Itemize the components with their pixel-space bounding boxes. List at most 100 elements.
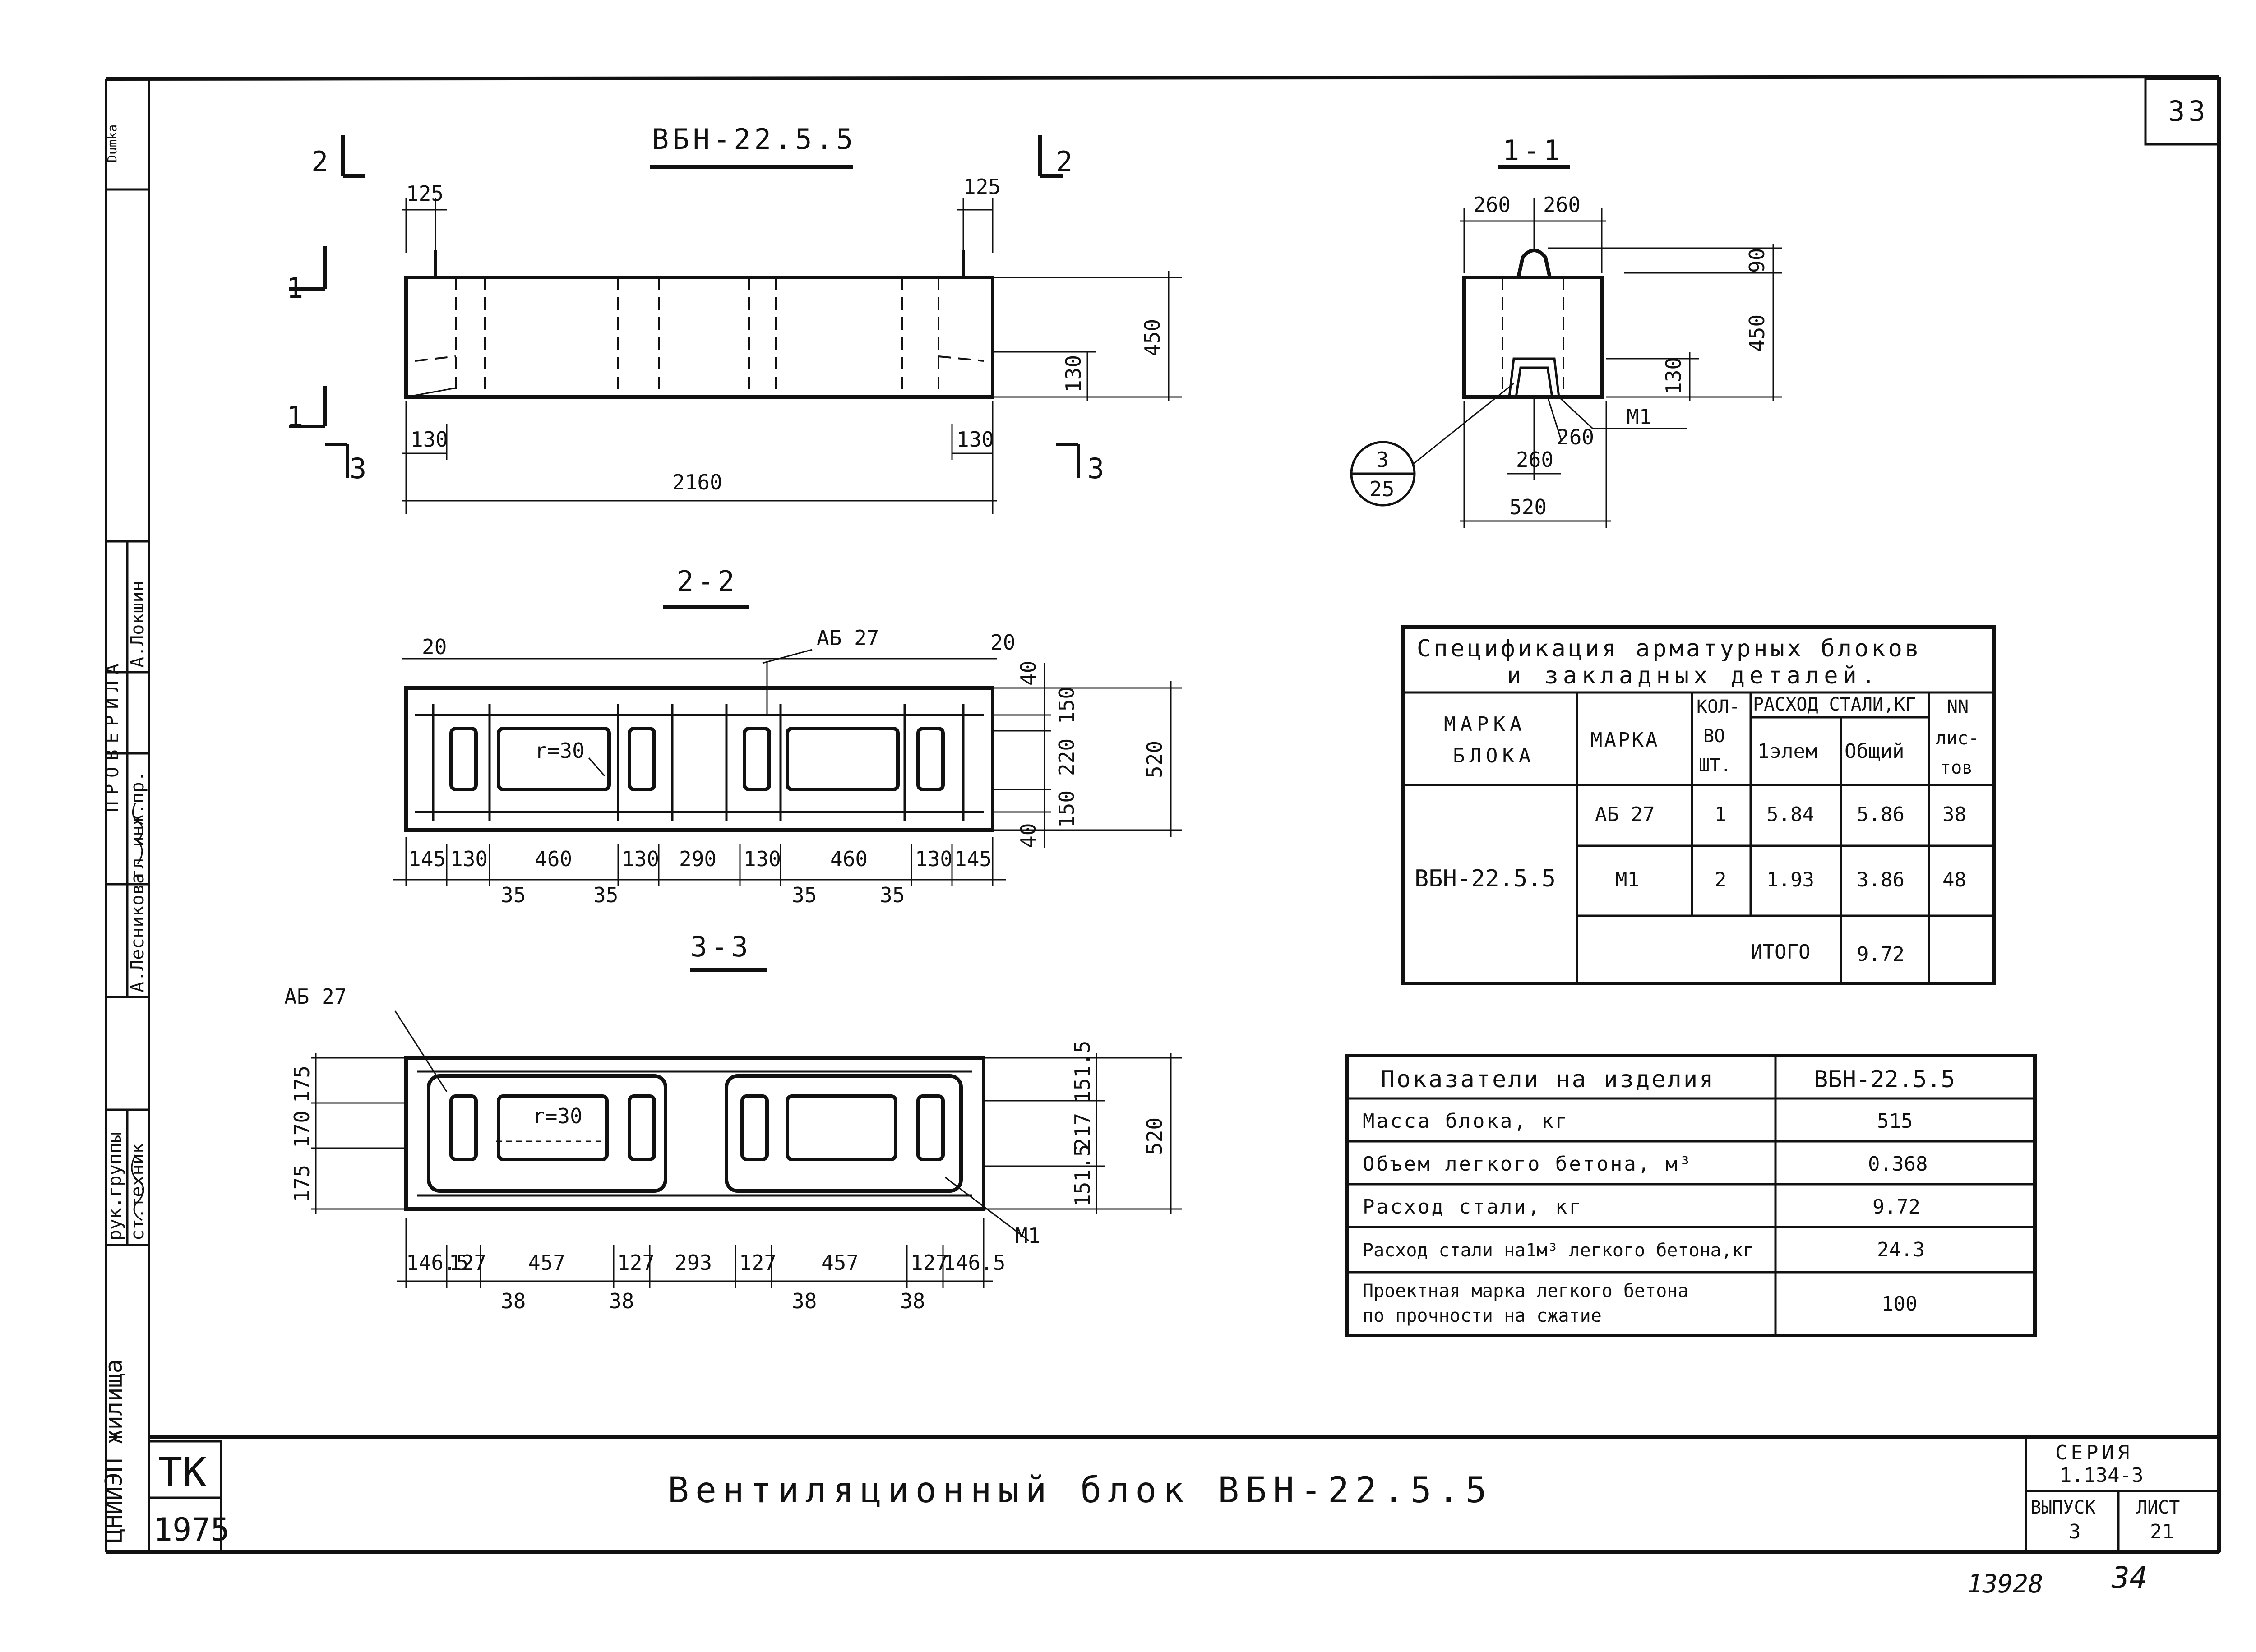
s33-left-dim-3: 175: [290, 1165, 314, 1202]
spec-h-sheets-3: тов: [1940, 757, 1973, 778]
s22-ab27-label: АБ 27: [817, 626, 879, 650]
s22-bottom-dim-6: 130: [744, 847, 781, 871]
spec-h-mark: МАРКА: [1590, 729, 1659, 752]
sheet-frame: [105, 75, 2221, 1554]
ind-row2-value: 0.368: [1868, 1153, 1928, 1176]
spec-row2-sheets: 48: [1942, 868, 1966, 891]
indicators-table: [1345, 1054, 2037, 1337]
spec-table: [1401, 625, 1996, 985]
s11-dim-520: 520: [1509, 495, 1547, 519]
section-3-3-title: 3-3: [690, 930, 752, 963]
spec-h-qty-3: ШТ.: [1699, 755, 1731, 776]
callout-sheet: 25: [1369, 477, 1394, 501]
spec-h-steel: РАСХОД СТАЛИ,КГ: [1753, 694, 1916, 715]
s11-dim-260-bottom: 260: [1557, 425, 1594, 449]
spec-row2-total: 3.86: [1857, 868, 1905, 891]
dim-130-left: 130: [411, 427, 448, 452]
s22-dim-220: 220: [1054, 738, 1079, 776]
role-2: ст.техник: [127, 1143, 148, 1241]
ind-h-value: ВБН-22.5.5: [1814, 1066, 1955, 1093]
cut-1-top-label: 1: [287, 272, 307, 305]
s22-bottom-dim-4: 130: [622, 847, 659, 871]
tb-code: ТК: [158, 1449, 207, 1496]
s33-right-dim-2: 217: [1070, 1113, 1095, 1150]
ind-row5-name-1: Проектная марка легкого бетона: [1363, 1281, 1688, 1301]
s33-bottom-dim-9: 146.5: [943, 1251, 1005, 1275]
s33-m1-label: М1: [1015, 1223, 1040, 1248]
dim-125-right: 125: [963, 175, 1001, 199]
s33-dim-38-3: 38: [792, 1289, 817, 1313]
s33-bottom-dim-1: 146.5: [406, 1251, 468, 1275]
s33-bottom-dim-6: 127: [739, 1251, 777, 1275]
spec-h-sheets-1: NN: [1947, 697, 1969, 717]
s22-bottom-dim-9: 145: [954, 847, 992, 871]
s22-dim-35-2: 35: [593, 883, 618, 907]
dim-130-vertical: 130: [1061, 355, 1086, 392]
cut-1-bottom-label: 1: [287, 400, 307, 433]
ind-row3-value: 9.72: [1872, 1195, 1920, 1218]
s22-bottom-dim-2: 130: [450, 847, 488, 871]
person-lokshin: А.Локшин: [127, 581, 148, 668]
spec-row1-sheets: 38: [1942, 803, 1966, 826]
ind-row1-name: Масса блока, кг: [1363, 1110, 1569, 1133]
footer-number-1: 13928: [1967, 1569, 2043, 1599]
section-1-1: [1350, 165, 1782, 528]
s11-dim-260-inner: 260: [1516, 448, 1553, 472]
s22-bottom-dim-8: 130: [915, 847, 952, 871]
s22-dim-40-top: 40: [1016, 661, 1040, 686]
role-1: рук.группы: [105, 1132, 125, 1241]
s11-dim-130: 130: [1661, 357, 1686, 395]
s33-bottom-dim-3: 457: [528, 1251, 565, 1275]
cut-2-left-label: 2: [311, 145, 332, 178]
s33-bottom-dim-2: 127: [449, 1251, 486, 1275]
s22-radius-label: r=30: [535, 738, 585, 763]
s33-bottom-dim-8: 127: [911, 1251, 948, 1275]
spec-row2-mark: М1: [1615, 868, 1639, 891]
spec-h-total: Общий: [1845, 740, 1904, 763]
s33-dim-38-4: 38: [900, 1289, 925, 1313]
s33-radius-label: r=30: [532, 1104, 582, 1128]
s33-left-dim-1: 175: [290, 1066, 314, 1103]
s33-right-dim-1: 151.5: [1070, 1041, 1095, 1103]
s33-dim-520: 520: [1142, 1117, 1167, 1155]
sheet-number: 33: [2168, 95, 2209, 128]
spec-h-qty-2: ВО: [1703, 726, 1725, 747]
dim-450: 450: [1140, 319, 1165, 356]
ind-row5-name-2: по прочности на сжатие: [1363, 1306, 1602, 1326]
s11-dim-90: 90: [1745, 248, 1769, 273]
s33-bottom-dim-5: 293: [675, 1251, 712, 1275]
tb-title: Вентиляционный блок ВБН-22.5.5: [668, 1470, 1493, 1511]
ind-row2-name: Объем легкого бетона, м³: [1363, 1153, 1693, 1176]
s22-dim-40-bottom: 40: [1016, 823, 1040, 848]
s33-dim-38-2: 38: [609, 1289, 634, 1313]
checked-label: ПРОВЕРИЛА: [102, 657, 123, 812]
s22-dim-20-right: 20: [990, 630, 1015, 655]
cut-2-right-label: 2: [1056, 145, 1076, 178]
s33-dim-38-1: 38: [501, 1289, 526, 1313]
spec-row1-qty: 1: [1715, 803, 1727, 826]
title-block: [148, 1435, 2220, 1553]
s22-bottom-dim-5: 290: [679, 847, 717, 871]
signature-2: [132, 803, 143, 864]
spec-h-sheets-2: лис-: [1936, 728, 1979, 749]
spec-row2-per: 1.93: [1766, 868, 1814, 891]
dim-2160: 2160: [672, 470, 722, 494]
tb-issue: 3: [2069, 1520, 2081, 1543]
s22-dim-150-bottom: 150: [1054, 790, 1079, 828]
s11-dim-260-right: 260: [1543, 193, 1581, 217]
s33-bottom-dim-7: 457: [821, 1251, 859, 1275]
s22-dim-520: 520: [1142, 741, 1167, 778]
s11-dim-260-left: 260: [1473, 193, 1511, 217]
spec-sum-value: 9.72: [1857, 943, 1905, 966]
footer-number-2: 34: [2111, 1560, 2147, 1595]
person-lesnikova: А.Лесникова: [127, 873, 148, 992]
s11-m1-label: М1: [1627, 405, 1651, 429]
elevation-view: [289, 135, 1182, 514]
spec-title-line2: и закладных деталей.: [1507, 662, 1880, 689]
ind-h-name: Показатели на изделия: [1381, 1066, 1715, 1093]
s22-bottom-dim-1: 145: [408, 847, 446, 871]
s11-dim-450: 450: [1745, 314, 1769, 352]
person-chief-engineer: гл.инж.пр.: [127, 771, 148, 880]
tb-year: 1975: [153, 1511, 230, 1548]
